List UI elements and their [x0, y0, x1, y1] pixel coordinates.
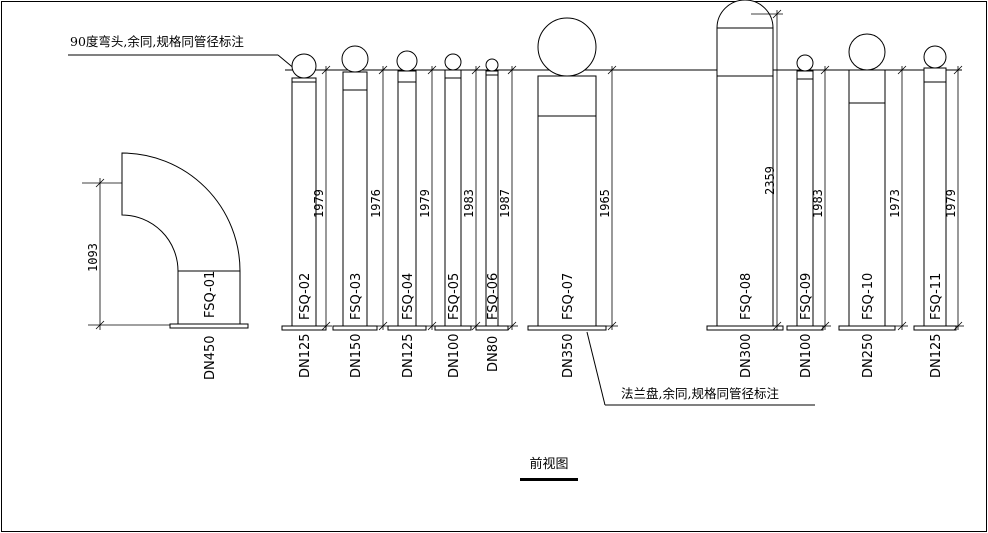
pipe-flange: [706, 325, 784, 331]
elbow-cap: [291, 53, 317, 79]
elbow-cap: [341, 45, 369, 73]
pipe-flange: [434, 325, 472, 331]
pipe-height-dimension: 1987: [498, 65, 518, 331]
pipe-tag: FSQ-11: [929, 273, 944, 320]
pipe-height-value: 1983: [462, 189, 476, 218]
pipe-flange: [838, 325, 896, 331]
elbow-height-value: 1093: [86, 243, 100, 272]
pipe-height-dimension: 1965: [598, 65, 618, 331]
pipe-size-label: DN350: [561, 333, 576, 378]
elbow-cap: [796, 54, 814, 72]
pipe-height-value: 1976: [369, 189, 383, 218]
pipe-height-dimension: 1976: [369, 65, 389, 331]
pipe-height-dimension: 1983: [811, 65, 831, 331]
pipe-tag: FSQ-02: [298, 273, 313, 320]
pipe-height-value: 1979: [312, 189, 326, 218]
flange-callout: 法兰盘,余同,规格同管径标注: [586, 331, 815, 406]
pipe-height-value: 1987: [498, 189, 512, 218]
caption-underline: [520, 478, 578, 481]
pipe-height-value: 1979: [944, 189, 958, 218]
elbow-cap: [485, 58, 499, 72]
pipe-size-label: DN80: [486, 336, 501, 372]
pipe-height-dimension: 2359: [751, 9, 783, 331]
pipe-size-label: DN100: [447, 333, 462, 378]
elbow-size-label: DN450: [203, 335, 218, 380]
dome-cap: [716, 0, 774, 29]
pipe-tag: FSQ-04: [401, 273, 416, 320]
pipe-size-label: DN150: [349, 333, 364, 378]
elbow-fsq-01: FSQ-01 DN450 1093: [82, 152, 249, 380]
pipe-flange: [281, 325, 327, 331]
view-caption: 前视图: [520, 456, 578, 481]
pipe-height-dimension: 1979: [312, 65, 332, 331]
elbow-callout: 90度弯头,余同,规格同管径标注: [68, 34, 297, 71]
pipe-tag: FSQ-06: [486, 273, 501, 320]
elbow-bend: [121, 152, 241, 272]
flange-note: 法兰盘,余同,规格同管径标注: [621, 386, 779, 401]
pipe-body: [848, 69, 886, 327]
pipe-height-value: 2359: [763, 166, 777, 195]
pipe-flange: [786, 325, 824, 331]
pipe-height-value: 1983: [811, 189, 825, 218]
pipe-height-value: 1973: [888, 189, 902, 218]
pipe-tag: FSQ-10: [861, 273, 876, 320]
pipe-flange: [475, 325, 509, 331]
elbow-flange: [169, 323, 249, 329]
pipe-height-dimension: 1973: [888, 65, 908, 331]
pipe-flange: [332, 325, 378, 331]
pipe-tag: FSQ-07: [561, 273, 576, 320]
elbow-riser: [177, 270, 241, 325]
pipe-size-label: DN125: [929, 333, 944, 378]
pipe-size-label: DN250: [861, 333, 876, 378]
elbow-cap: [923, 45, 947, 69]
pipe-flange: [387, 325, 427, 331]
elbow-height-dimension: 1093: [82, 178, 170, 330]
pipe-body: [342, 71, 368, 327]
pipe-size-label: DN100: [799, 333, 814, 378]
pipe-tag: FSQ-05: [447, 273, 462, 320]
pipe-height-dimension: 1983: [462, 65, 482, 331]
view-caption-text: 前视图: [529, 456, 568, 472]
pipe-flange: [527, 325, 607, 331]
pipe-size-label: DN125: [401, 333, 416, 378]
pipe-size-label: DN300: [739, 333, 754, 378]
pipe-tag: FSQ-09: [799, 273, 814, 320]
pipe-height-value: 1965: [598, 189, 612, 218]
elbow-cap: [848, 33, 886, 71]
pipe-height-value: 1979: [418, 189, 432, 218]
pipe-tag: FSQ-03: [349, 273, 364, 320]
pipe-flange: [913, 325, 957, 331]
pipe-body: [537, 75, 597, 327]
pipe-body: [716, 27, 774, 327]
elbow-tag: FSQ-01: [203, 271, 218, 318]
pipe-height-dimension: 1979: [944, 65, 964, 331]
pipe-size-label: DN125: [298, 333, 313, 378]
pipe-height-dimension: 1979: [418, 65, 438, 331]
elbow-cap: [396, 50, 418, 72]
pipe-tag: FSQ-08: [739, 273, 754, 320]
elbow-note: 90度弯头,余同,规格同管径标注: [70, 34, 244, 49]
elbow-cap: [537, 17, 597, 77]
pipe-group: 1979FSQ-02DN1251976FSQ-03DN1501979FSQ-04…: [281, 0, 964, 378]
elbow-cap: [444, 53, 462, 71]
